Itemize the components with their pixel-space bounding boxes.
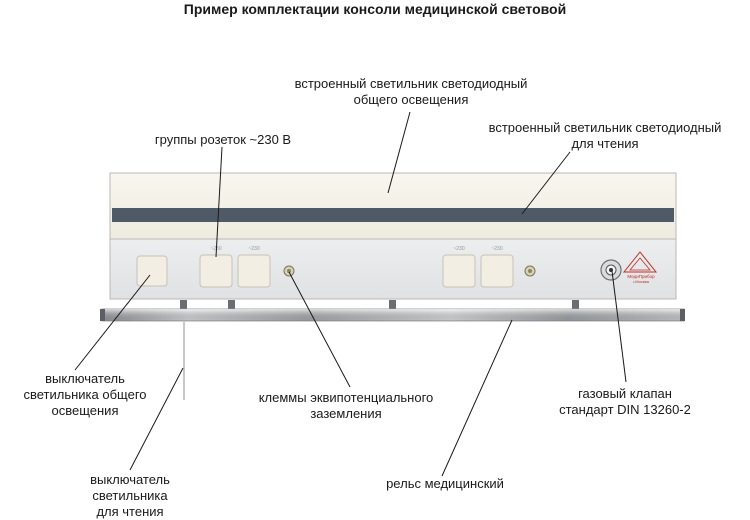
label-rail: рельс медицинский — [360, 476, 530, 492]
leader-line-grounding — [288, 271, 351, 388]
socket[interactable] — [480, 254, 514, 288]
label-gas-valve: газовый клапан стандарт DIN 13260-2 — [535, 386, 715, 418]
label-line: группы розеток ~230 В — [154, 132, 292, 147]
label-general-light: встроенный светильник светодиодный общег… — [246, 76, 576, 108]
leader-line-switch-reading — [129, 367, 184, 471]
label-line: светильника общего — [23, 387, 147, 402]
leader-line-general-light — [387, 111, 411, 194]
rail-bracket — [228, 300, 235, 310]
label-line: стандарт DIN 13260-2 — [559, 402, 691, 417]
label-line: для чтения — [571, 136, 639, 151]
leader-line-reading-light — [521, 151, 571, 215]
rail-bracket — [572, 300, 579, 310]
logo-text: МедиПрибор — [627, 274, 655, 279]
label-line: клеммы эквипотенциального — [258, 390, 434, 405]
reading-light-strip — [112, 208, 674, 222]
label-line: светильника — [92, 488, 168, 503]
manufacturer-logo: МедиПрибор г.Москва — [622, 251, 658, 284]
label-line: общего освещения — [353, 92, 469, 107]
socket[interactable] — [442, 254, 476, 288]
label-line: заземления — [310, 406, 382, 421]
rail-bracket — [180, 300, 187, 310]
socket-label: ~230 — [248, 246, 259, 252]
rail-end-cap — [100, 309, 105, 321]
leader-line-gas-valve — [611, 270, 627, 383]
socket[interactable] — [237, 254, 271, 288]
leader-line-switch-general — [74, 274, 151, 371]
label-line: для чтения — [96, 504, 164, 519]
label-switch-reading: выключатель светильника для чтения — [60, 472, 200, 520]
medical-rail-shine — [102, 309, 684, 321]
label-line: выключатель — [45, 371, 125, 386]
rail-bracket — [389, 300, 396, 310]
label-line: выключатель — [90, 472, 170, 487]
label-sockets: группы розеток ~230 В — [133, 132, 313, 148]
socket-label: ~230 — [491, 246, 502, 252]
label-grounding: клеммы эквипотенциального заземления — [236, 390, 456, 422]
socket-label: ~230 — [453, 246, 464, 252]
label-reading-light: встроенный светильник светодиодный для ч… — [470, 120, 740, 152]
label-line: освещения — [51, 403, 119, 418]
diagram-title: Пример комплектации консоли медицинской … — [183, 1, 567, 17]
label-line: встроенный светильник светодиодный — [294, 76, 528, 91]
console-panel — [109, 238, 677, 300]
rail-end-cap — [680, 309, 685, 321]
label-switch-general: выключатель светильника общего освещения — [10, 371, 160, 419]
leader-line-sockets — [215, 146, 223, 258]
grounding-terminal-core — [287, 269, 291, 273]
grounding-terminal-core — [528, 269, 532, 273]
label-line: встроенный светильник светодиодный — [488, 120, 722, 135]
label-line: рельс медицинский — [386, 476, 504, 491]
console-top-section — [109, 172, 677, 240]
label-line: газовый клапан — [578, 386, 672, 401]
logo-subtext: г.Москва — [633, 279, 650, 284]
leader-lines — [74, 111, 627, 477]
leader-line-rail — [441, 319, 513, 477]
socket[interactable] — [199, 254, 233, 288]
general-light-switch[interactable] — [136, 255, 168, 287]
